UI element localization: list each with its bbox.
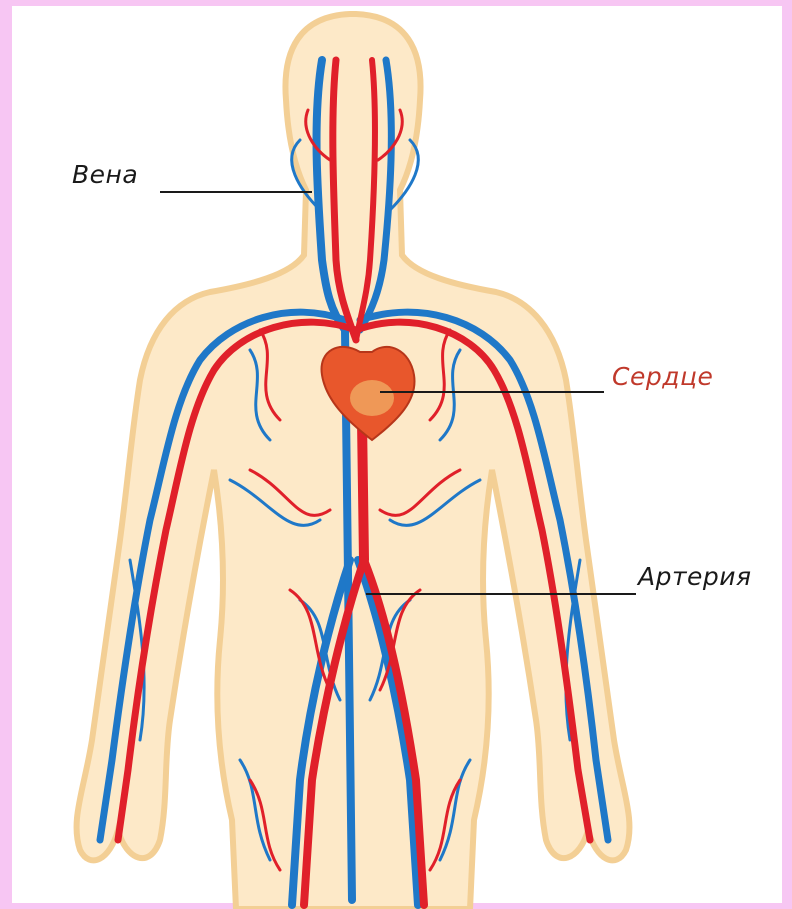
label-artery: Артерия (638, 562, 752, 591)
label-heart: Сердце (612, 362, 713, 391)
label-vein: Вена (72, 160, 138, 189)
